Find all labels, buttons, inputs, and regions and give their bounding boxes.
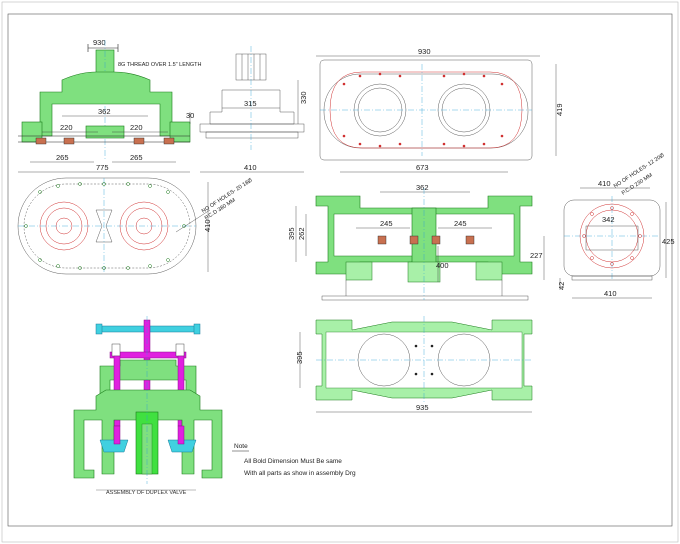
cover-elevation-view: 930 8G THREAD OVER 1.5" LENGTH 362 30 22… [18, 38, 201, 173]
dim-930-plan: 930 [418, 47, 431, 56]
dim-935: 935 [416, 403, 429, 412]
cover-plan-view: NO OF HOLES- 20 18Ø P.C.D 380 MM 410 [17, 177, 254, 275]
drawing-frame [7, 13, 673, 527]
note-line2: With all parts as show in assembly Drg [244, 470, 356, 477]
dim-265-left: 265 [56, 153, 69, 162]
thread-note: 8G THREAD OVER 1.5" LENGTH [118, 62, 201, 68]
dim-410-bottom-plan: 410 [203, 219, 212, 232]
holes-note-left-line1: NO OF HOLES- 20 18Ø [201, 177, 254, 215]
dim-410-end-top: 410 [598, 179, 611, 188]
dim-425: 425 [662, 237, 675, 246]
note-line1: All Bold Dimension Must Be same [244, 458, 342, 465]
dim-245-right: 245 [454, 219, 467, 228]
dim-410-end-bottom: 410 [604, 289, 617, 298]
note-heading: Note [234, 443, 248, 450]
cover-side-view: 315 330 410 [199, 46, 308, 173]
assembly-view: ASSEMBLY OF DUPLEX VALVE [73, 316, 223, 496]
body-section-view: 362 245 245 395 262 400 227 [287, 183, 545, 301]
assembly-caption: ASSEMBLY OF DUPLEX VALVE [106, 490, 187, 496]
dim-395-b: 395 [295, 351, 304, 364]
body-plan-view: 930 419 673 [316, 47, 564, 173]
dim-362-a: 362 [98, 107, 111, 116]
dim-42: 42 [557, 282, 566, 290]
dim-342: 342 [602, 215, 615, 224]
body-plan-lower-view: 395 935 [295, 316, 533, 413]
dim-775: 775 [96, 163, 109, 172]
dim-227: 227 [530, 251, 543, 260]
dim-673: 673 [416, 163, 429, 172]
dim-262: 262 [297, 227, 306, 240]
dim-315: 315 [244, 99, 257, 108]
dim-265-right: 265 [130, 153, 143, 162]
dim-top-width: 930 [93, 38, 106, 47]
note-block: Note All Bold Dimension Must Be same Wit… [232, 443, 356, 477]
dim-395-a: 395 [287, 227, 296, 240]
dim-220-right: 220 [130, 123, 143, 132]
dim-410-side: 410 [244, 163, 257, 172]
dim-330: 330 [299, 91, 308, 104]
dim-245-left: 245 [380, 219, 393, 228]
dim-419: 419 [555, 103, 564, 116]
end-view: 410 NO OF HOLES- 12 20Ø P.C.D 230 MM 342… [557, 152, 675, 299]
dim-362-b: 362 [416, 183, 429, 192]
dim-400: 400 [436, 261, 449, 270]
dim-30: 30 [186, 111, 194, 120]
dim-220-left: 220 [60, 123, 73, 132]
